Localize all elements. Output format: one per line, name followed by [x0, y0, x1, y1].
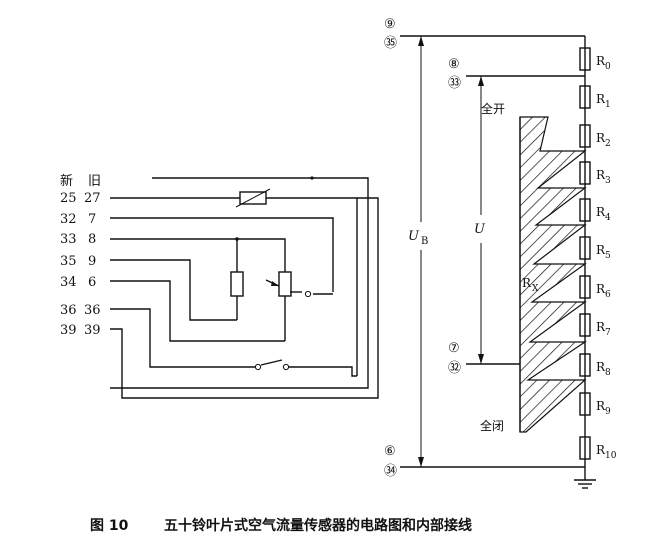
resistor-label: R: [596, 282, 606, 296]
resistor-sub: 1: [605, 100, 611, 110]
resistor-label: R: [596, 360, 606, 374]
voltage-u-label: U: [474, 222, 486, 237]
voltage-u-arrow: U: [474, 76, 486, 364]
voltage-ub-label: U: [408, 229, 420, 244]
resistor-sub: 7: [605, 328, 611, 338]
right-internal-diagram: ⑨ ㉟ ⑧ ㉝ ⑦ ㉜ ⑥ ㉞ U B U 全开 全闭: [384, 17, 617, 489]
resistor-label: R: [596, 243, 606, 257]
switch-contact-icon: [254, 363, 262, 371]
resistor-label: R: [596, 54, 606, 68]
top-wire: [110, 177, 369, 389]
resistor-sub: 5: [605, 251, 611, 261]
thermistor-icon: [235, 188, 271, 208]
pin-old-label: 36: [84, 303, 101, 318]
pin-old-label: 39: [84, 323, 101, 338]
terminal-bottom-old: ⑥: [384, 444, 396, 459]
voltage-ub-arrow: U B: [408, 36, 428, 467]
rx-label: R: [522, 276, 532, 290]
resistor-chain: [579, 36, 591, 480]
pin-new-label: 32: [60, 212, 77, 227]
pin-new-label: 36: [60, 303, 77, 318]
ground-icon: [574, 479, 596, 489]
pump-switch-icon: [260, 359, 283, 366]
potentiometer-icon: [265, 271, 292, 297]
resistor-label: R: [596, 168, 606, 182]
wire-pin-36: [110, 308, 255, 368]
wire-pin-32: [110, 217, 334, 292]
pin-old-label: 27: [84, 191, 101, 206]
resistor-sub: 8: [605, 368, 611, 378]
resistor-label: R: [596, 205, 606, 219]
rx-sub: X: [532, 284, 539, 294]
resistor-sub: 4: [605, 213, 611, 223]
resistor-label: R: [596, 92, 606, 106]
terminal-bottom-new: ㉞: [384, 464, 397, 479]
contact-icon: [304, 290, 312, 298]
pin-new-label: 39: [60, 323, 77, 338]
terminal-mid-old: ⑦: [448, 341, 460, 356]
resistor-sub: 10: [605, 451, 617, 461]
resistor-label: R: [596, 443, 606, 457]
label-full-open: 全开: [481, 101, 505, 116]
terminal-top-new: ㉟: [384, 36, 397, 51]
pin-new-label: 35: [60, 254, 77, 269]
voltage-ub-sub: B: [421, 236, 428, 247]
wiper-contact-icon: [519, 116, 587, 433]
resistor-label: R: [596, 320, 606, 334]
resistor-labels: R 0 R 1 R 2 R 3 R 4 R 5 R 6 R 7 R 8 R 9 …: [596, 54, 617, 461]
header-new: 新: [60, 173, 73, 189]
pin-new-label: 25: [60, 191, 77, 206]
wire-pin-34: [110, 280, 285, 342]
figure-label: 图 10: [90, 518, 129, 534]
resistor-sub: 6: [605, 290, 611, 300]
pin-old-label: 6: [88, 275, 96, 290]
wire-pin-33: [110, 238, 286, 272]
terminal-upper-new: ㉝: [448, 76, 461, 91]
wire-pin-35: [110, 259, 237, 321]
resistor-label: R: [596, 131, 606, 145]
pin-labels: 25 27 32 7 33 8 35 9 34 6 36 36 39 39: [60, 191, 101, 338]
pin-new-label: 34: [60, 275, 77, 290]
header-old: 旧: [88, 174, 101, 189]
resistor-sub: 3: [605, 176, 611, 186]
pin-new-label: 33: [60, 232, 77, 247]
left-wiring-diagram: 新 旧 25 27 32 7 33 8 35 9 34 6 36 36 39 3…: [60, 173, 379, 399]
switch-contact-icon: [282, 363, 290, 371]
wire-switch-out: [289, 366, 357, 377]
resistor-sub: 9: [605, 407, 611, 417]
terminal-mid-new: ㉜: [448, 361, 461, 376]
resistor-label: R: [596, 399, 606, 413]
terminal-upper-old: ⑧: [448, 57, 460, 72]
resistor-icon: [230, 271, 244, 297]
pin-old-label: 9: [88, 254, 96, 269]
wire-pin-39: [110, 197, 379, 399]
terminal-top-old: ⑨: [384, 17, 396, 32]
figure-title: 五十铃叶片式空气流量传感器的电路图和内部接线: [164, 517, 472, 534]
pin-old-label: 8: [88, 232, 96, 247]
label-full-closed: 全闭: [480, 418, 504, 433]
pin-old-label: 7: [88, 212, 96, 227]
resistor-sub: 0: [605, 62, 611, 72]
resistor-sub: 2: [605, 139, 611, 149]
